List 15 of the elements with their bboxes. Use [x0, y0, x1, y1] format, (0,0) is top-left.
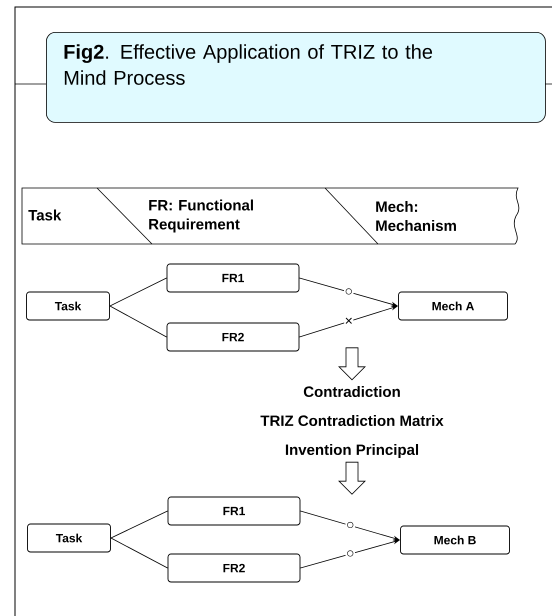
process-box: FR1: [166, 264, 300, 292]
process-box: FR2: [168, 554, 300, 582]
process-box: Task: [26, 292, 110, 320]
edge-label: ×: [344, 317, 354, 326]
header-band: Task FR: Functional Requirement Mech: Mechanism: [22, 188, 520, 244]
edge-label: ○: [346, 550, 355, 558]
edge-label: ○: [344, 288, 354, 296]
edge-label: ○: [346, 521, 355, 530]
process-box: Mech B: [400, 526, 510, 554]
process-box: Mech A: [398, 292, 508, 320]
process-box: Task: [27, 524, 111, 552]
process-box: FR1: [168, 496, 300, 526]
note-text: Contradiction TRIZ Contradiction Matrix Invention Principal: [260, 386, 444, 458]
title-box: Fig2. Effective Application of TRIZ to the Mind Process: [46, 32, 546, 123]
process-box: FR2: [166, 322, 300, 352]
